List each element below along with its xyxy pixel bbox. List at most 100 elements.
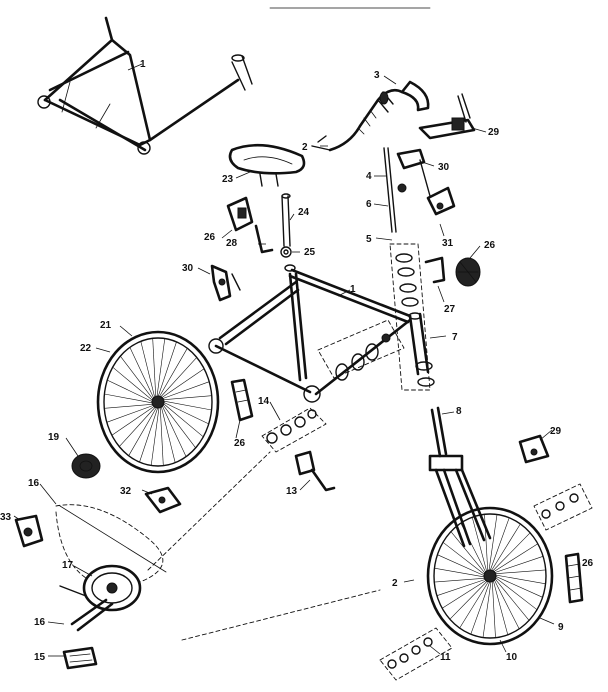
callout-30-top: 30 (438, 162, 450, 173)
alignment-lines (147, 7, 431, 641)
wheel-spoke (482, 580, 492, 638)
callout-4: 4 (366, 171, 372, 182)
wheel-spoke (442, 579, 488, 609)
pedal (62, 646, 98, 670)
wheel-spoke (162, 395, 212, 401)
wheel-spoke (111, 405, 156, 436)
rear-reflector (230, 378, 254, 422)
rear-derailleur-parts (14, 486, 182, 548)
main-frame-illustration (208, 264, 412, 403)
front-brake-parts (518, 434, 593, 531)
chainring-and-crank (59, 564, 142, 632)
callout-7: 7 (452, 332, 458, 343)
callout-3: 3 (374, 70, 380, 81)
wheel-spoke (459, 580, 490, 629)
callout-1-top-frame: 1 (140, 59, 146, 70)
wheel-spoke (162, 400, 212, 411)
callout-14: 14 (258, 396, 270, 407)
wheel-spoke (434, 567, 486, 578)
saddle-illustration (228, 143, 306, 247)
wheel-spoke (150, 406, 160, 466)
front-fork (428, 406, 492, 548)
wheel-spoke (436, 578, 487, 596)
wheel-spoke (104, 403, 154, 409)
wheel-spoke (128, 406, 158, 456)
wheel-spoke (140, 341, 156, 399)
wheel-spoke (107, 379, 154, 403)
wheel-spoke (494, 576, 538, 610)
kickstand (294, 450, 336, 492)
brake-lever-assembly (396, 148, 456, 216)
wheel-spoke (161, 404, 187, 457)
wheel-spoke (434, 577, 486, 583)
callout-26-top-right: 26 (484, 240, 496, 251)
freewheel-sprocket (71, 453, 101, 479)
wheel-spoke (494, 575, 543, 598)
front-wheel-reflector (564, 552, 584, 604)
bearing-set (261, 407, 327, 453)
callout-25: 25 (304, 247, 316, 258)
wheel-spoke (488, 514, 498, 572)
callout-26-mid: 26 (234, 438, 246, 449)
wheel-spoke (129, 347, 155, 400)
callout-22: 22 (80, 343, 92, 354)
wheel-spoke (159, 357, 197, 398)
callout-17: 17 (62, 560, 74, 571)
front-hub-parts (379, 627, 453, 681)
wheel-spoke (493, 578, 520, 630)
callout-16-pedal-arm: 16 (34, 617, 46, 628)
caliper-brake-left (210, 264, 241, 302)
wheel-spoke (106, 404, 155, 423)
chain (55, 504, 167, 583)
wheel-spoke (139, 406, 159, 463)
front-wheel (426, 506, 554, 646)
callout-28: 28 (226, 238, 238, 249)
callout-11: 11 (440, 652, 451, 663)
callout-10: 10 (506, 652, 518, 663)
wheel-spoke (119, 406, 157, 447)
callout-13: 13 (286, 486, 298, 497)
callout-6: 6 (366, 199, 372, 210)
callout-5: 5 (366, 234, 372, 245)
wheel-spoke (152, 338, 157, 398)
callout-2-bottom: 2 (392, 578, 398, 589)
brake-lever-top (418, 93, 476, 140)
wheel-spoke (491, 580, 496, 638)
callout-23: 23 (222, 174, 234, 185)
wheel-spoke (112, 366, 154, 402)
callout-19: 19 (48, 432, 60, 443)
wheel-spoke (120, 355, 154, 400)
callout-24: 24 (298, 207, 310, 218)
wheel-spoke (494, 574, 546, 585)
wheel-spoke (492, 543, 538, 573)
wheel-spoke (157, 341, 177, 398)
wheel-spoke (450, 531, 486, 574)
wheel-spoke (471, 517, 488, 573)
wheel-spoke (156, 338, 166, 398)
wheel-spoke (494, 578, 530, 621)
callout-21: 21 (100, 320, 112, 331)
wheel-spoke (493, 556, 544, 574)
callout-30-left: 30 (182, 263, 194, 274)
callout-29-right: 29 (550, 426, 562, 437)
wheel-spoke (442, 542, 486, 576)
callout-31: 31 (442, 238, 454, 249)
wheel-spoke (449, 580, 489, 620)
callout-26-top-left: 26 (204, 232, 216, 243)
callout-labels: 1 1 2 2 3 4 5 6 7 8 9 10 11 13 14 15 16 … (0, 59, 594, 663)
wheel-spoke (104, 393, 154, 404)
wheel-spoke (484, 514, 489, 572)
wheel-spoke (492, 579, 509, 635)
wheel-spoke (162, 401, 209, 425)
wheel-spoke (162, 404, 196, 449)
handlebar-illustration (311, 80, 430, 152)
bracket-and-reflector (424, 256, 481, 287)
wheel-spoke (162, 402, 204, 438)
callout-32: 32 (120, 486, 132, 497)
headset-stack (383, 147, 435, 391)
wheel-spoke (491, 532, 531, 572)
callout-33: 33 (0, 512, 12, 523)
callout-9-right: 9 (558, 622, 564, 633)
